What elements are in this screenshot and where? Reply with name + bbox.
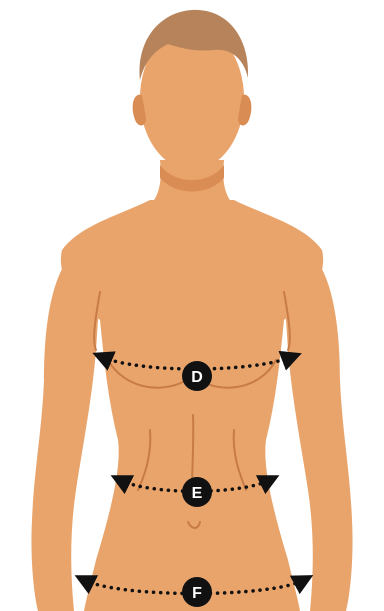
torso [61,200,323,611]
human-figure [31,10,352,611]
marker-e-letter: E [192,485,203,502]
marker-e: E [182,477,212,507]
marker-f: F [182,577,212,607]
right-arm [284,262,353,611]
marker-f-letter: F [192,585,202,602]
marker-d-letter: D [191,369,203,386]
marker-d: D [182,361,212,391]
left-arm [31,262,100,611]
